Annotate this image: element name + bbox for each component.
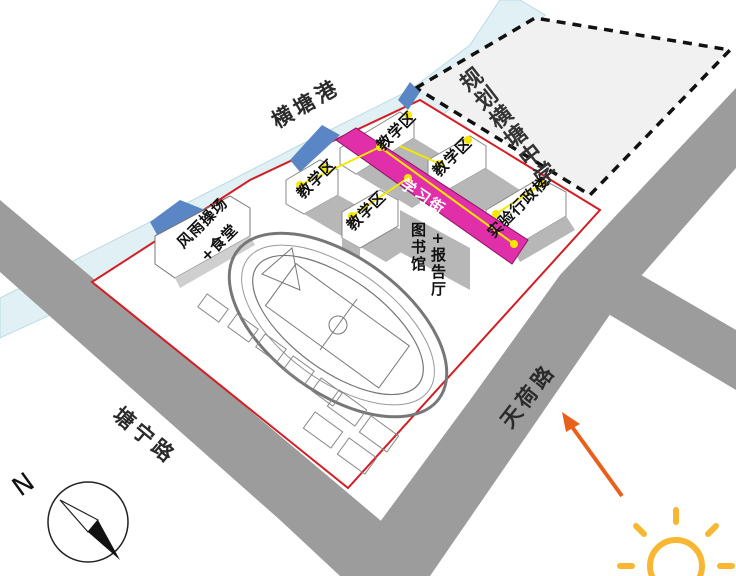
courts (197, 293, 400, 475)
path-node (538, 180, 546, 188)
path-node (296, 181, 304, 189)
road-east-branch (588, 258, 736, 390)
study-street (335, 127, 529, 265)
path-node (404, 111, 412, 119)
path-node (436, 160, 444, 168)
path-node (510, 240, 518, 248)
library-label-2: +报告厅 (429, 232, 447, 298)
path-node (404, 174, 412, 182)
sun-direction-arrow-icon (562, 412, 624, 498)
building-gym (154, 195, 255, 288)
roof-accent-2 (290, 125, 340, 172)
compass-icon (47, 481, 129, 563)
path-node (348, 212, 356, 220)
path-node (320, 164, 328, 172)
building-teaching-3 (341, 189, 399, 258)
path-node (464, 136, 472, 144)
roof-accent-1 (150, 200, 205, 240)
yellow-path (296, 111, 546, 248)
path-node (492, 210, 500, 218)
sun-icon (617, 507, 735, 576)
path-node (376, 143, 384, 151)
road-tianhe (340, 88, 736, 576)
roof-accent-3 (398, 82, 420, 110)
building-library (400, 210, 470, 290)
sports-field (227, 231, 449, 419)
planned-school-area (412, 16, 734, 198)
library-label-1: 图书馆 (409, 222, 427, 273)
